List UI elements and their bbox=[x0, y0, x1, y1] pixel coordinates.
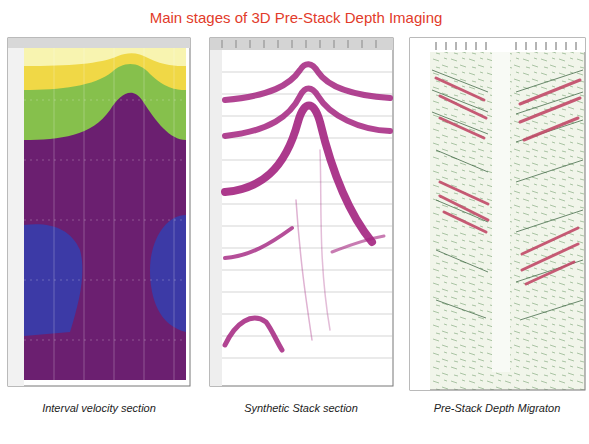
diagram-title: Main stages of 3D Pre-Stack Depth Imagin… bbox=[150, 9, 443, 26]
panel-caption: Pre-Stack Depth Migraton bbox=[434, 402, 561, 414]
panel-caption: Interval velocity section bbox=[42, 402, 156, 414]
velocity-panel bbox=[8, 38, 190, 386]
panel-caption: Synthetic Stack section bbox=[244, 402, 358, 414]
migration-panel bbox=[410, 38, 585, 390]
stack-panel bbox=[210, 38, 393, 386]
